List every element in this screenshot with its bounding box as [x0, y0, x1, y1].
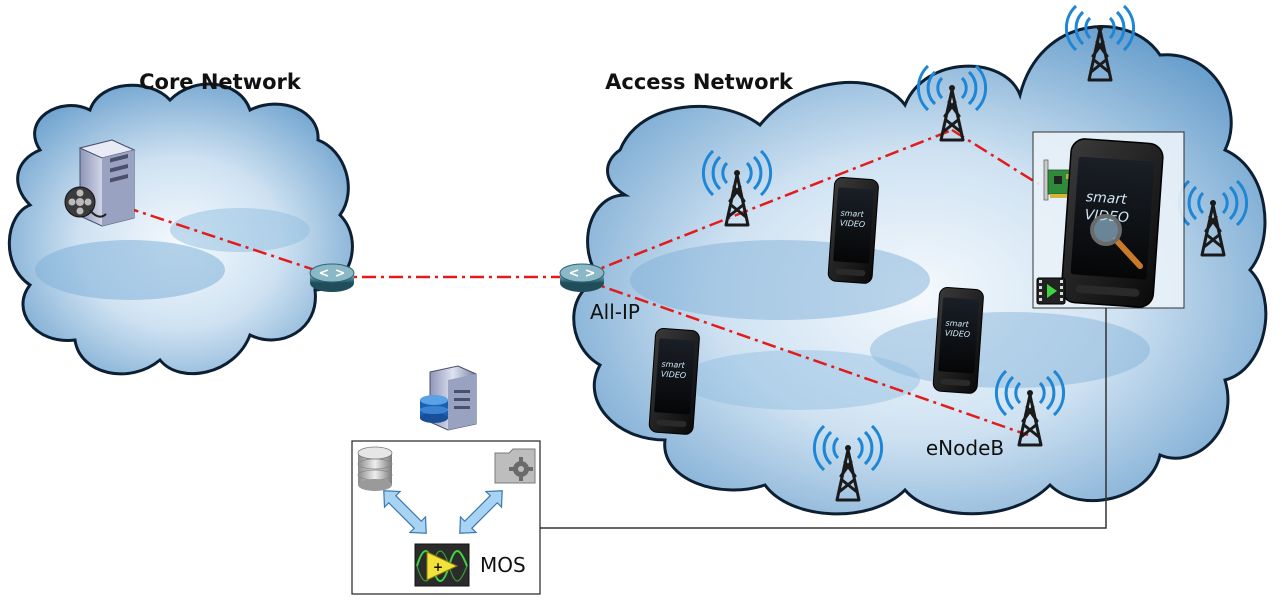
core-router-icon — [309, 263, 355, 292]
cell-tower-icon — [916, 64, 988, 142]
enodeb-label: eNodeB — [926, 436, 1004, 460]
link-tower-to-network-card — [951, 128, 1041, 187]
svg-text:VIDEO: VIDEO — [944, 328, 970, 339]
link-server-to-core-router — [124, 205, 331, 277]
film-reel-icon — [64, 186, 107, 218]
link-router-to-enodeb — [583, 278, 1029, 437]
cell-tower-icon — [1177, 179, 1249, 257]
svg-text:VIDEO: VIDEO — [660, 369, 686, 380]
video-server-icon — [64, 139, 136, 227]
signal-analyzer-icon: + — [414, 543, 470, 587]
access-network-heading: Access Network — [605, 70, 794, 94]
large-phone-brand-line1: smart — [1085, 189, 1127, 208]
svg-text:VIDEO: VIDEO — [839, 218, 865, 229]
router-label: All-IP — [590, 300, 640, 324]
monitored-device-panel: smart VIDEO — [1032, 131, 1185, 309]
svg-text:smart: smart — [661, 359, 686, 370]
core-network-heading: Core Network — [139, 70, 302, 94]
cell-tower-icon — [701, 149, 773, 227]
bidirectional-arrow-icon — [383, 490, 427, 534]
svg-text:+: + — [433, 560, 443, 574]
database-icon — [357, 446, 393, 491]
svg-text:smart: smart — [840, 208, 865, 219]
magnifier-icon — [1090, 214, 1143, 269]
access-router-icon — [559, 263, 605, 292]
core-network-cloud — [7, 82, 354, 376]
cell-tower-icon — [994, 369, 1066, 447]
bidirectional-arrow-icon — [459, 490, 503, 534]
video-play-icon — [1036, 277, 1066, 305]
cell-tower-icon — [812, 424, 884, 502]
link-mos-to-device — [540, 308, 1107, 529]
cell-towers — [701, 4, 1249, 502]
database-server-icon — [420, 365, 477, 431]
mos-label: MOS — [480, 553, 526, 577]
mos-analysis-panel: + MOS — [351, 440, 541, 595]
svg-text:smart: smart — [945, 318, 970, 329]
cell-tower-icon — [1064, 4, 1136, 82]
link-router-to-tower-top — [583, 128, 953, 277]
gear-folder-icon — [494, 448, 536, 484]
network-links — [124, 128, 1041, 437]
blue-database-icon — [420, 395, 448, 423]
